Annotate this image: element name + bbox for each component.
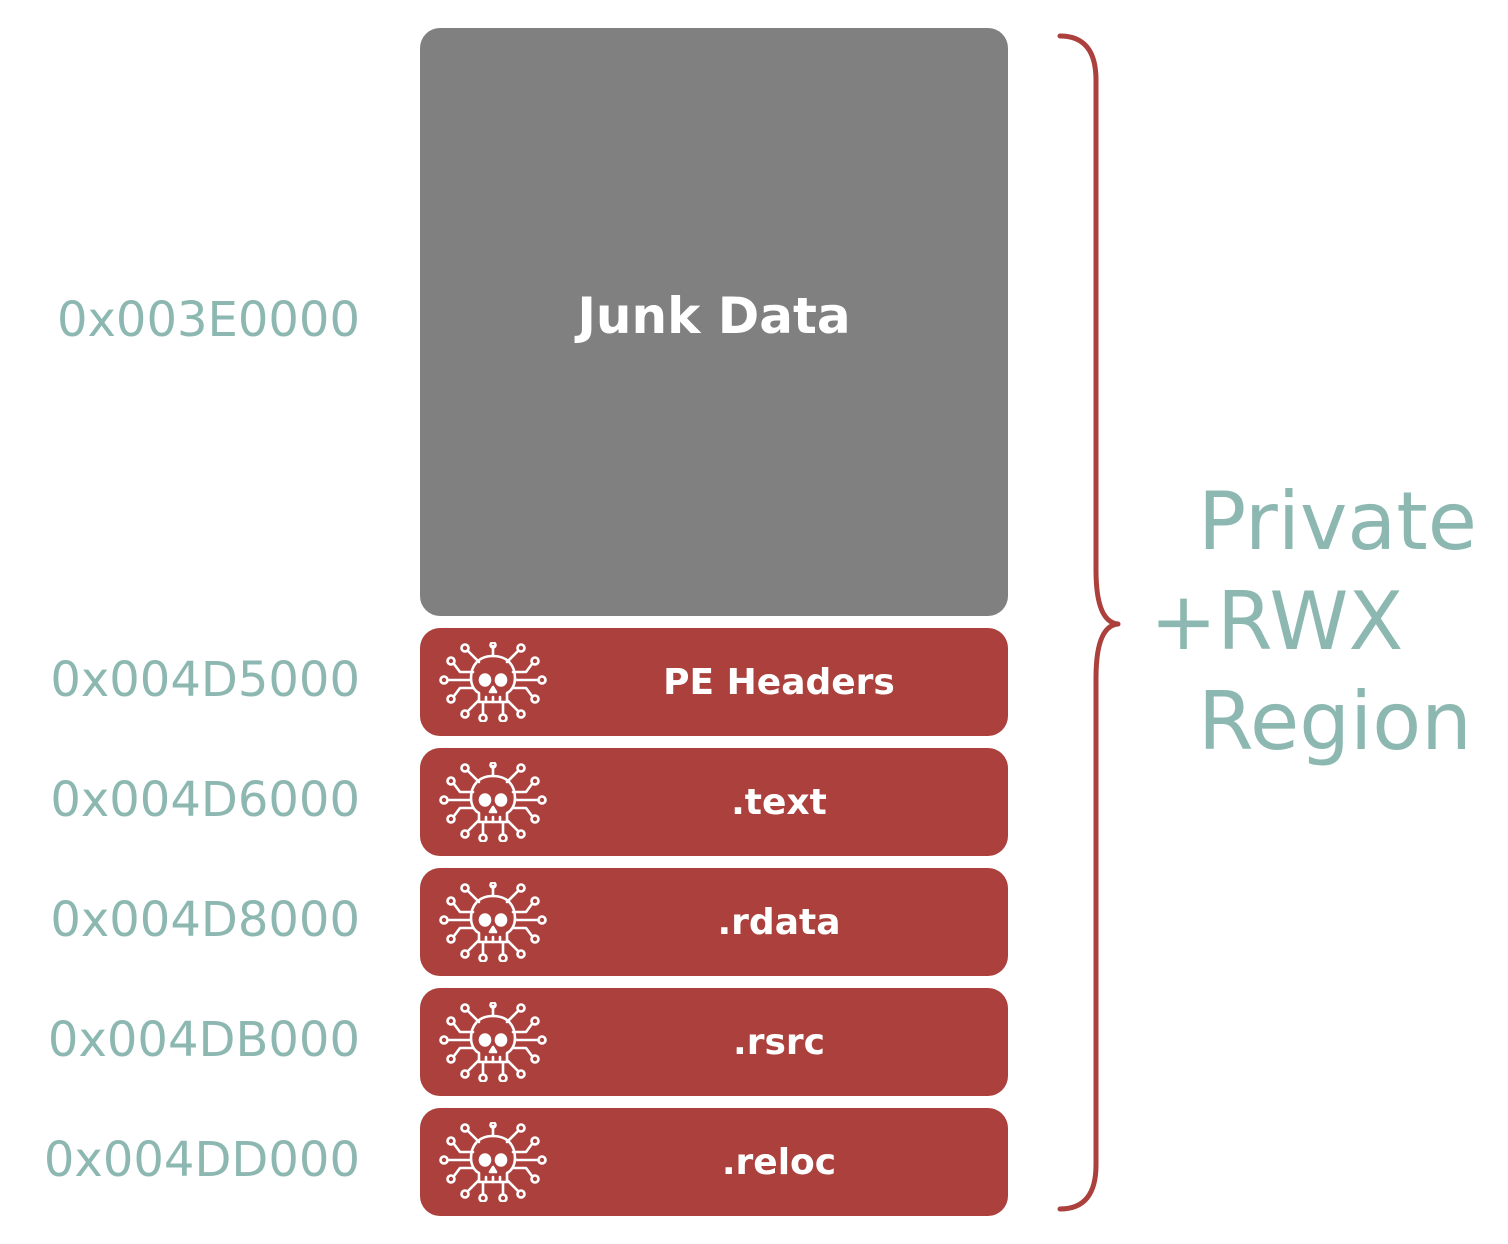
address-reloc: 0x004DD000 xyxy=(43,1132,360,1188)
section-label: .reloc xyxy=(721,1141,837,1183)
section-label: .rsrc xyxy=(733,1021,825,1063)
address-pe-headers: 0x004D5000 xyxy=(50,652,360,708)
address-rsrc: 0x004DB000 xyxy=(47,1012,360,1068)
region-label: Private +RWX Region xyxy=(1150,472,1490,772)
section-label: .text xyxy=(731,781,827,823)
malware-skull-icon xyxy=(438,761,548,843)
region-brace xyxy=(1057,33,1121,1212)
section-block-text: .text xyxy=(420,748,1008,856)
section-block-rsrc: .rsrc xyxy=(420,988,1008,1096)
section-label: PE Headers xyxy=(663,661,895,703)
junk-data-label: Junk Data xyxy=(577,287,851,345)
malware-skull-icon xyxy=(438,1121,548,1203)
section-block-pe-headers: PE Headers xyxy=(420,628,1008,736)
region-label-line2: +RWX xyxy=(1150,575,1404,668)
section-block-rdata: .rdata xyxy=(420,868,1008,976)
section-label: .rdata xyxy=(717,901,841,943)
malware-skull-icon xyxy=(438,881,548,963)
malware-skull-icon xyxy=(438,641,548,723)
malware-skull-icon xyxy=(438,1001,548,1083)
address-junk: 0x003E0000 xyxy=(56,292,360,348)
junk-data-block: Junk Data xyxy=(420,28,1008,616)
region-label-line1: Private xyxy=(1198,475,1477,568)
section-block-reloc: .reloc xyxy=(420,1108,1008,1216)
region-label-line3: Region xyxy=(1198,675,1472,768)
address-rdata: 0x004D8000 xyxy=(50,892,360,948)
address-text: 0x004D6000 xyxy=(50,772,360,828)
